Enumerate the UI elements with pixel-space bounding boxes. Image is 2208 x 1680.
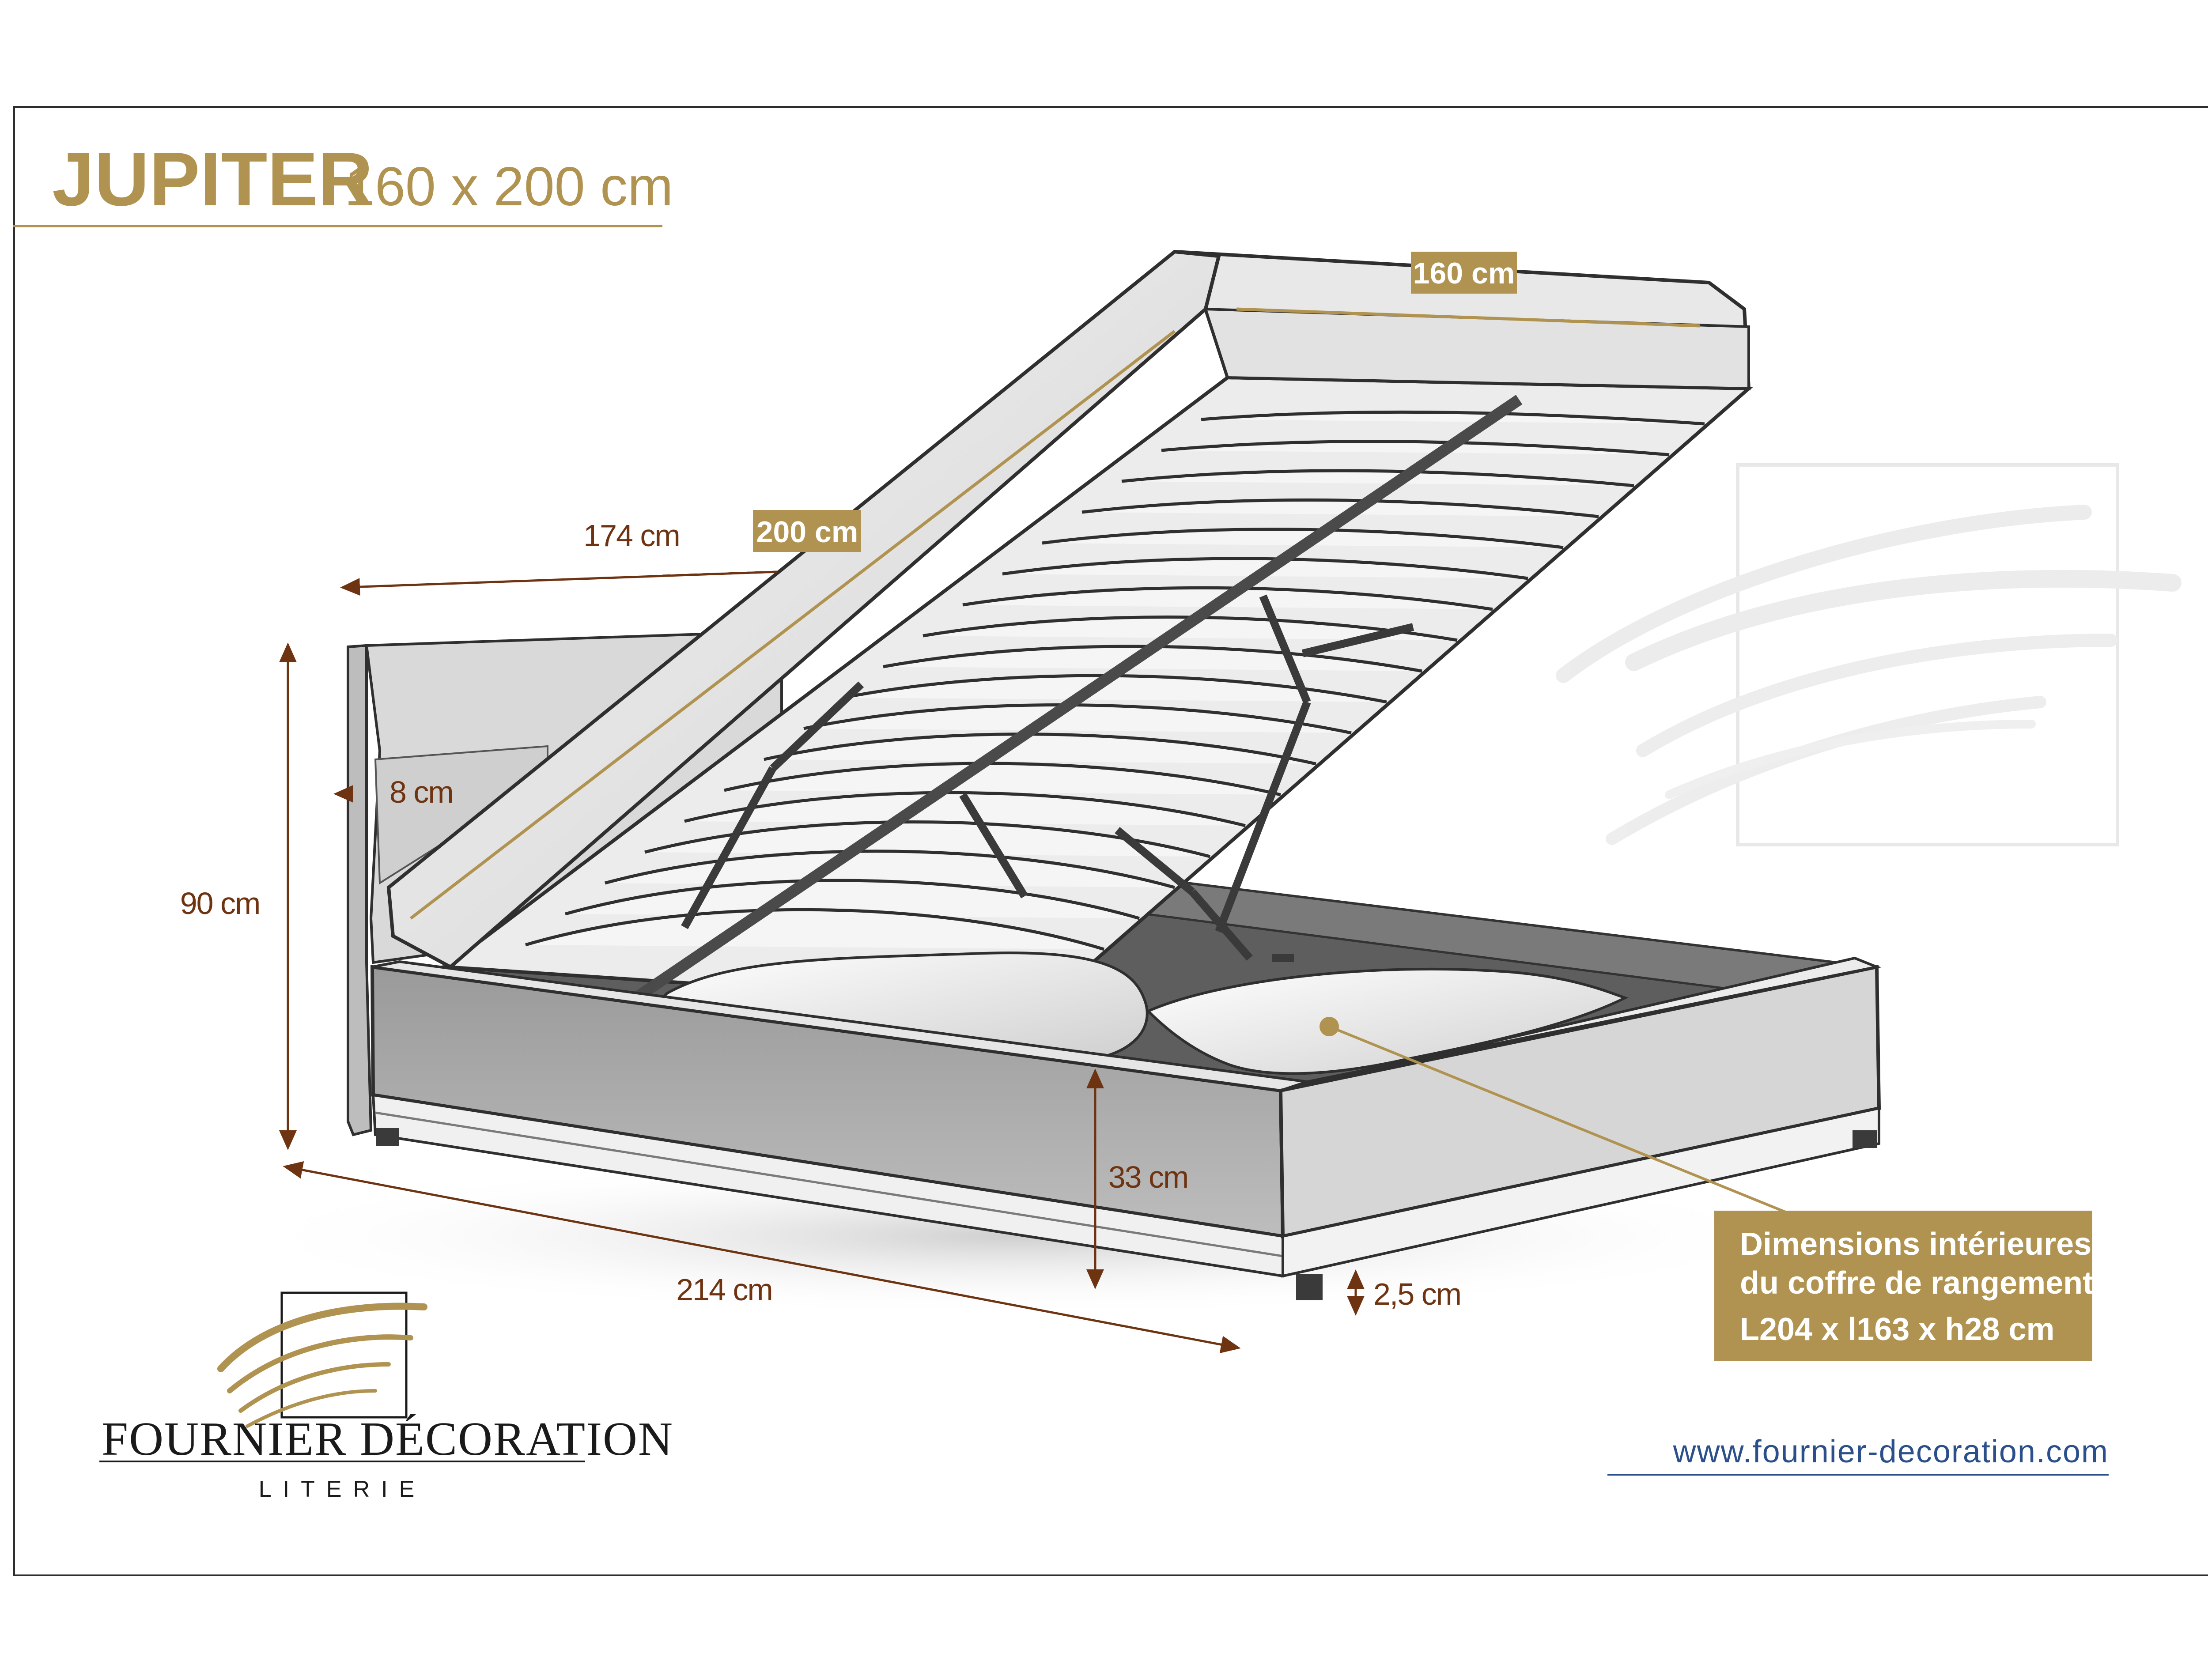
dim-length-label: 200 cm xyxy=(756,515,858,549)
title-block: JUPITER 160 x 200 cm xyxy=(13,137,673,227)
page-border xyxy=(13,106,2208,1576)
dim-foot-label: 2,5 cm xyxy=(1373,1277,1461,1311)
leader-line xyxy=(1328,1025,1803,1220)
info-line-1: Dimensions intérieures xyxy=(1740,1227,2091,1262)
storage-info-box: Dimensions intérieures du coffre de rang… xyxy=(1714,1211,2113,1361)
brush-stroke-watermark xyxy=(1556,463,2182,846)
brand-logo-mark xyxy=(217,1291,427,1428)
dim-badge-160: 160 cm xyxy=(1411,252,1517,294)
info-line-3: L204 x l163 x h28 cm xyxy=(1740,1312,2054,1347)
website-url[interactable]: www.fournier-decoration.com xyxy=(1673,1434,2109,1469)
dim-opening-label: 174 cm xyxy=(583,518,680,553)
info-line-2: du coffre de rangement : xyxy=(1740,1265,2113,1301)
dim-badge-200: 200 cm xyxy=(753,510,861,552)
dim-total-length-label: 214 cm xyxy=(676,1272,772,1307)
dim-side-height-label: 33 cm xyxy=(1108,1160,1188,1194)
dim-height-label: 90 cm xyxy=(180,886,260,921)
brand-name: FOURNIER DÉCORATION xyxy=(102,1413,673,1465)
brand-sub: LITERIE xyxy=(259,1476,426,1502)
bed-illustration xyxy=(221,249,1882,1316)
website-link[interactable]: www.fournier-decoration.com xyxy=(1673,1434,2109,1469)
dim-headboard-label: 8 cm xyxy=(389,775,453,809)
dimension-lines xyxy=(279,570,1365,1353)
product-name: JUPITER xyxy=(52,137,373,222)
dim-width-label: 160 cm xyxy=(1413,257,1515,290)
product-size: 160 x 200 cm xyxy=(344,156,673,217)
